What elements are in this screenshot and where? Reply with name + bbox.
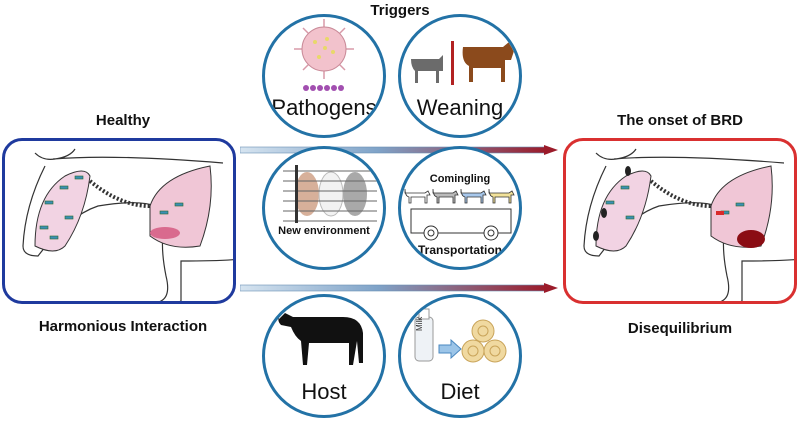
diet-label: Diet [440,379,480,404]
pathogens-circle: Pathogens [262,14,386,138]
triggers-title: Triggers [370,2,430,19]
top-progression-arrow [240,145,558,155]
harmonious-caption: Harmonious Interaction [38,318,208,335]
brd-onset-heading: The onset of BRD [617,112,743,129]
brd-panel [563,138,797,304]
cattle-truck-icon [404,189,515,241]
healthy-panel [2,138,236,304]
penned-cattle-icon [283,165,377,223]
virus-icon [294,19,354,91]
calf-and-cow-icon [411,41,515,85]
host-label: Host [301,379,347,404]
host-circle: Host [262,294,386,418]
comingling-label: Comingling [429,173,491,185]
milk-and-hay-icon [414,308,507,363]
healthy-heading: Healthy [95,112,151,129]
cow-icon [278,313,363,365]
milk-bottle-label: Milk [415,316,424,331]
bottom-progression-arrow [240,283,558,293]
diseased-calf-airway-icon [583,148,794,301]
disequilibrium-caption: Disequilibrium [627,320,733,337]
pathogens-label: Pathogens [271,95,377,120]
weaning-label: Weaning [416,95,504,120]
comingling-transportation-circle: Comingling Transportation [398,146,522,270]
transportation-label: Transportation [417,243,502,257]
diet-circle: Milk Diet [398,294,522,418]
weaning-circle: Weaning [398,14,522,138]
new-environment-circle: New environment [262,146,386,270]
new-environment-label: New environment [278,225,370,237]
healthy-calf-airway-icon [22,148,233,301]
